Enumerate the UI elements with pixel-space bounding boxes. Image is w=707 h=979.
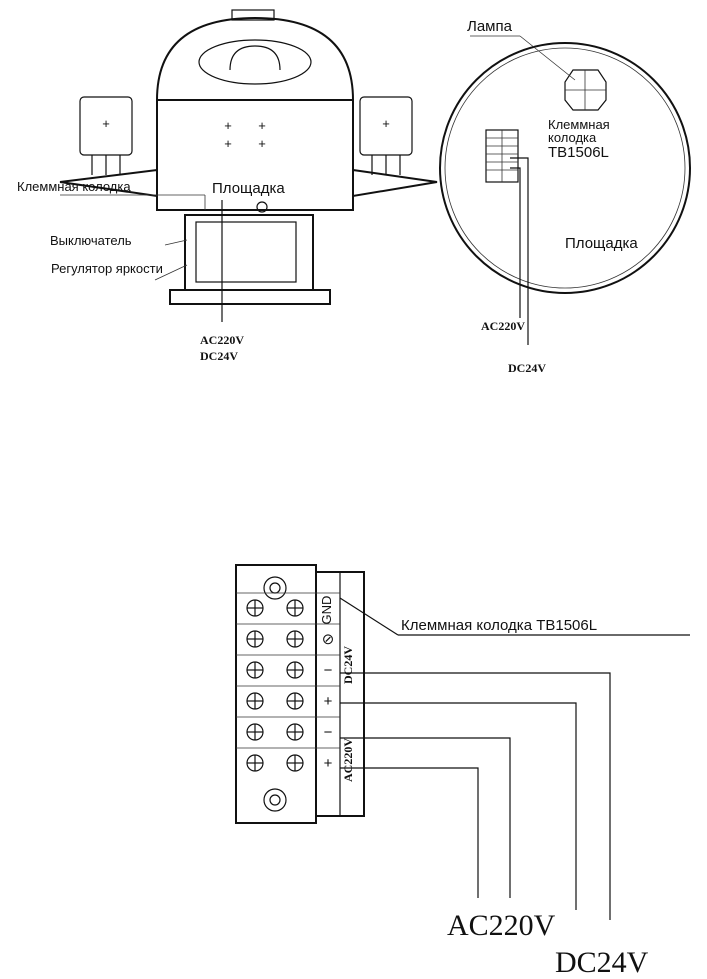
right-top-view: Лампа Клеммная колодка TB1506L Площадка …: [439, 18, 691, 375]
lamp-shape: [564, 69, 607, 111]
control-box: [184, 214, 314, 291]
platform-circle-inner: [444, 47, 686, 289]
left-lantern-view: + + + + + + Площадка Клеммная колодка Вы…: [17, 9, 438, 363]
brightness-label-text: Регулятор яркости: [51, 261, 163, 276]
svg-text:+: +: [102, 116, 110, 131]
out-dc-label: DC24V: [555, 946, 649, 979]
dome-outline: [155, 16, 355, 101]
terminal-symbol: −: [324, 662, 333, 679]
wire-dc: [510, 157, 529, 345]
svg-text:+: +: [382, 116, 390, 131]
dome-top-clip: [231, 9, 275, 21]
wire-dc-minus: [340, 672, 611, 920]
wire-ac: [510, 167, 521, 318]
lantern-body: [156, 99, 354, 211]
platform-right-wing: [352, 168, 438, 198]
terminal-symbol: +: [324, 693, 333, 710]
terminal-rows: GND ⊘ − + − +: [236, 592, 340, 772]
body-screws: + + + +: [224, 118, 266, 151]
switch-leader: [164, 239, 188, 246]
terminal-symbol: −: [324, 724, 333, 741]
terminal-small-rows: [486, 130, 518, 182]
out-ac-label: AC220V: [447, 909, 556, 942]
mount-hole-top: [263, 576, 287, 600]
terminal-label-model: TB1506L: [548, 144, 609, 161]
svg-text:+: +: [258, 118, 266, 133]
wire-ac-plus: [340, 767, 479, 898]
right-supply-dc: DC24V: [508, 361, 546, 375]
terminal-symbol: ⊘: [322, 631, 335, 648]
terminal-symbol: GND: [319, 596, 334, 625]
base-plate: [169, 289, 331, 305]
title-leader: [339, 597, 399, 636]
right-platform-label: Площадка: [565, 235, 638, 252]
terminal-label-1: Клеммная: [548, 117, 610, 132]
control-box-panel: [195, 221, 297, 283]
terminal-label-2: колодка: [548, 130, 597, 145]
platform-label: Площадка: [212, 180, 285, 197]
group-ac-label: AC220V: [341, 738, 355, 782]
platform-circle: [439, 42, 691, 294]
wire-ac-minus: [340, 737, 511, 898]
lamp-label: Лампа: [467, 18, 513, 35]
terminal-block-label-text: Клеммная колодка: [17, 179, 131, 194]
brightness-label: Регулятор яркости: [51, 261, 163, 276]
brightness-leader: [154, 264, 188, 281]
switch-label: Выключатель: [50, 233, 132, 248]
dome-handle: [229, 45, 281, 71]
svg-text:+: +: [258, 136, 266, 151]
terminal-block-label: Клеммная колодка: [17, 179, 131, 194]
svg-text:+: +: [224, 136, 232, 151]
dome-lens: [198, 39, 312, 85]
right-supply-ac: AC220V: [481, 319, 525, 333]
wire-dc-plus: [340, 702, 577, 910]
center-bolt: [256, 201, 268, 213]
platform-left-wing: [59, 168, 158, 198]
mount-hole-bottom: [263, 788, 287, 812]
terminal-symbol: +: [324, 755, 333, 772]
left-supply-ac: AC220V: [200, 333, 244, 347]
lamp-leader: [519, 35, 576, 81]
terminal-detail: GND ⊘ − + − + DC24V AC220V Клеммная колодка T…: [235, 564, 690, 979]
left-supply-dc: DC24V: [200, 349, 238, 363]
svg-text:+: +: [224, 118, 232, 133]
group-dc-label: DC24V: [341, 646, 355, 684]
terminal-detail-title: Клеммная колодка TB1506L: [401, 617, 597, 634]
